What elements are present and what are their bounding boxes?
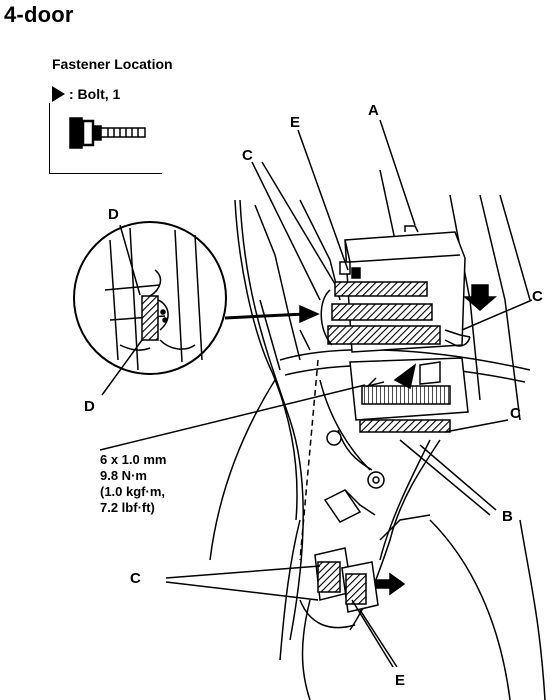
callout-d-bottom: D [84,398,95,415]
torque-lbf: 7.2 lbf·ft) [100,500,155,515]
torque-size: 6 x 1.0 mm [100,452,167,467]
callout-e-bottom: E [395,672,406,689]
torque-kgf: (1.0 kgf·m, [100,484,166,499]
bolt-legend: : Bolt, 1 [52,86,120,102]
fastener-location-heading: Fastener Location [52,56,173,72]
callout-a: A [368,102,379,119]
page-title: 4-door [4,2,74,27]
bolt-legend-text: : Bolt, 1 [69,86,121,102]
callout-c-lower: C [130,570,141,587]
detail-view [73,221,227,375]
wiring-harness [279,289,471,700]
bolt-icon [69,117,146,149]
arrows [224,284,498,596]
leader-lines [99,119,533,668]
torque-spec: 6 x 1.0 mm 9.8 N·m (1.0 kgf·m, 7.2 lbf·f… [100,452,167,516]
fastener-box [49,103,162,174]
callout-b: B [502,508,513,525]
callout-c-top: C [242,147,253,164]
connector-cluster [299,547,379,629]
dashed-support [299,359,319,561]
callout-d-top: D [108,206,119,223]
callout-e-top: E [290,114,301,131]
triangle-marker-icon [52,86,65,102]
callout-c-right-upper: C [532,288,543,305]
torque-nm: 9.8 N·m [100,468,147,483]
fuse-box-a [327,225,466,353]
callout-c-right-lower: C [510,405,521,422]
